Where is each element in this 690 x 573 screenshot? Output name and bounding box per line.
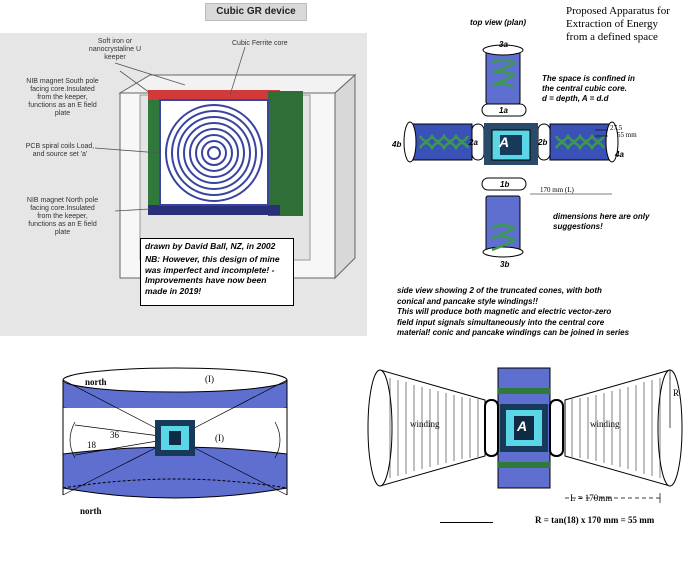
apparatus-header: Proposed Apparatus for Extraction of Ene… (566, 5, 670, 43)
author-note: drawn by David Ball, NZ, in 2002 (145, 241, 276, 251)
winding-right-label: winding (590, 419, 620, 429)
south-magnet-label: NIB magnet South pole facing core.Insula… (26, 78, 99, 117)
pcb-label: PCB spiral coils Load, and source set 'a… (25, 143, 95, 158)
drum-north-bottom: north (80, 506, 102, 516)
underline-rule (440, 522, 493, 523)
label-4a: 4a (615, 150, 624, 159)
drum-i-top: (I) (205, 374, 214, 384)
label-4b: 4b (392, 140, 402, 149)
cone-3a (485, 49, 521, 105)
plan-view-label: top view (plan) (470, 18, 526, 27)
pancake-right (549, 399, 564, 457)
left-green-plate (148, 100, 160, 210)
side-view-description: side view showing 2 of the truncated con… (397, 286, 630, 337)
keeper-label: Soft iron or nanocrystaline U keeper (88, 38, 142, 61)
drum-36: 36 (110, 430, 119, 440)
pcb-spiral-coil (165, 104, 263, 202)
dim-55: 55 mm (617, 131, 637, 139)
keeper-side (334, 73, 356, 280)
label-1a: 1a (499, 106, 508, 115)
dim-27: 27.5 (610, 124, 623, 132)
core-letter-plan: A (499, 134, 510, 150)
north-magnet-label: NIB magnet North pole facing core.Insula… (26, 197, 99, 236)
plan-view-drawing (403, 44, 619, 258)
right-green-plate (268, 91, 303, 216)
label-1b: 1b (500, 180, 510, 189)
label-3a: 3a (499, 40, 508, 49)
label-3b: 3b (500, 260, 510, 269)
ferrite-label: Cubic Ferrite core (232, 40, 288, 47)
device-title-box: Cubic GR device (205, 3, 307, 21)
label-2b: 2b (538, 138, 548, 147)
drum-i-mid: (I) (215, 433, 224, 443)
dimension-lines (530, 129, 612, 195)
drum-18: 18 (87, 440, 96, 450)
ring-1b (481, 177, 527, 191)
label-2a: 2a (469, 138, 478, 147)
device-title: Cubic GR device (216, 6, 296, 17)
drum-drawing (62, 367, 288, 499)
drum-bottom-band (62, 446, 288, 499)
length-label: L = 170mm (570, 493, 613, 503)
author-note-body: NB: However, this design of mine was imp… (145, 254, 280, 296)
radius-formula: R = tan(18) x 170 mm = 55 mm (535, 515, 655, 525)
north-magnet (148, 205, 280, 215)
south-magnet (148, 90, 280, 100)
space-note: The space is confined in the central cub… (542, 74, 635, 103)
drum-north-top: north (85, 377, 107, 387)
author-note-box: drawn by David Ball, NZ, in 2002 NB: How… (140, 238, 294, 306)
radius-label: R (673, 388, 680, 398)
leader-lines (94, 46, 246, 212)
core-letter-side: A (517, 418, 528, 434)
ring-1a (481, 103, 527, 117)
pancake-left (484, 399, 499, 457)
side-cones-drawing (367, 367, 683, 503)
winding-left-label: winding (410, 419, 440, 429)
dims-note: dimensions here are only suggestions! (553, 212, 650, 231)
dim-170: 170 mm (L) (540, 186, 574, 194)
cone-right (549, 123, 613, 161)
